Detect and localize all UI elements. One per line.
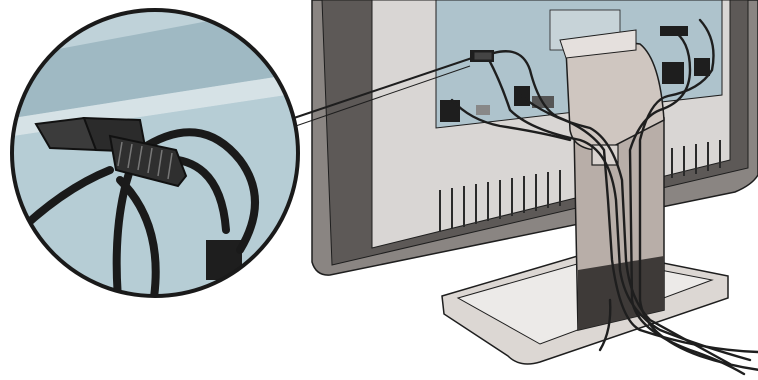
zoom-connector <box>206 240 242 280</box>
connector <box>662 62 684 84</box>
connector <box>694 58 710 76</box>
connector <box>440 100 460 122</box>
zoom-detail <box>0 0 320 320</box>
monitor-back <box>312 0 758 275</box>
connector <box>476 105 490 115</box>
cable-tie-main <box>474 52 492 60</box>
